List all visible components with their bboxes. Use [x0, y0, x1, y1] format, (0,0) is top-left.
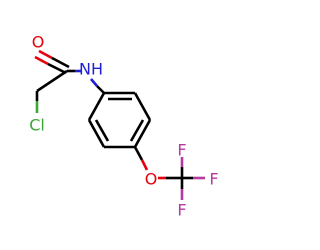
atom-label-fluorine-bottom: F [177, 201, 186, 220]
bond-carbonyl-o-lower [34, 55, 49, 66]
bond-ring-o [140, 159, 149, 171]
bond-carbonyl-c-upper [51, 56, 70, 69]
ring-double-bond-2 [129, 119, 145, 142]
bond-n-ring-n [90, 78, 98, 87]
bond-n-ring-c [96, 85, 105, 94]
atom-label-fluorine-right: F [209, 170, 218, 189]
ring-bond-5 [87, 119, 106, 148]
atom-label-fluorine-top: F [177, 141, 186, 160]
ring-bond-3 [133, 119, 152, 148]
atom-label-chlorine: Cl [29, 116, 45, 135]
atom-label-ether-oxygen: O [145, 170, 158, 189]
ring-bond-2 [133, 92, 152, 121]
bond-carbonyl-o-upper [38, 49, 53, 60]
bond-ring-o-c [133, 146, 144, 161]
bond-carbonyl-ch2 [36, 69, 68, 93]
ring-bond-6 [87, 92, 106, 121]
atom-label-amide-nitrogen: NH [79, 60, 103, 79]
atom-label-carbonyl-oxygen: O [32, 33, 45, 52]
chemical-structure: O NH Cl O F F F [29, 33, 218, 220]
bond-carbonyl-c-lower [47, 62, 67, 75]
ring-double-bond-3 [94, 119, 110, 142]
